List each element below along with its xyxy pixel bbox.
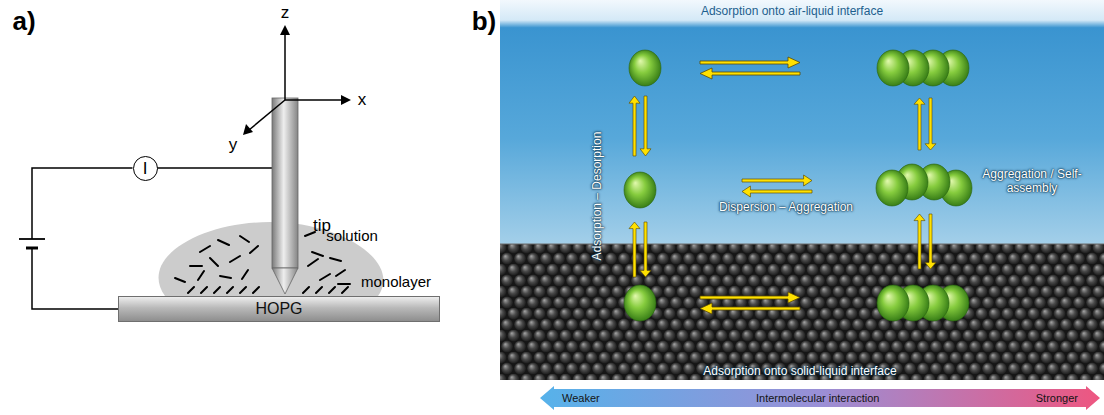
- molecule-spheres: [624, 50, 972, 321]
- axis-label: x: [358, 90, 367, 110]
- node-text: Stronger: [1036, 392, 1078, 404]
- axis-label: z: [281, 3, 290, 23]
- stm-tip: [272, 98, 298, 294]
- process-label: Adsorption onto solid-liquid interface: [703, 365, 896, 379]
- solution-droplet: [159, 222, 384, 296]
- part-label: solution: [326, 227, 378, 244]
- battery-symbol: [19, 239, 45, 248]
- node-text: I: [143, 160, 148, 177]
- gradient-arrow-bar: Weaker Intermolecular interaction Stronger: [540, 386, 1100, 410]
- axes: [243, 25, 351, 135]
- panel-label: a): [12, 7, 35, 37]
- process-label: Adsorption – Desorption: [591, 132, 605, 261]
- process-label: Dispersion – Aggregation: [719, 201, 853, 215]
- node-text: Intermolecular interaction: [756, 392, 880, 404]
- circuit-wire: [32, 168, 133, 309]
- axis-label: y: [229, 135, 238, 155]
- panel-label: b): [472, 7, 497, 37]
- part-label: monolayer: [361, 273, 431, 290]
- node-text: HOPG: [255, 300, 302, 318]
- equilibrium-arrows: [629, 57, 936, 314]
- wire: [157, 167, 272, 169]
- ammeter-symbol: I: [133, 156, 158, 181]
- graphite-surface: [500, 244, 1104, 380]
- process-label: Adsorption onto air-liquid interface: [701, 5, 883, 19]
- node-text: Weaker: [562, 392, 600, 404]
- arrow-body: [540, 386, 1100, 410]
- substrate-block: HOPG: [118, 296, 440, 322]
- process-label: Aggregation / Self-assembly: [982, 168, 1082, 196]
- molecules: [175, 232, 350, 293]
